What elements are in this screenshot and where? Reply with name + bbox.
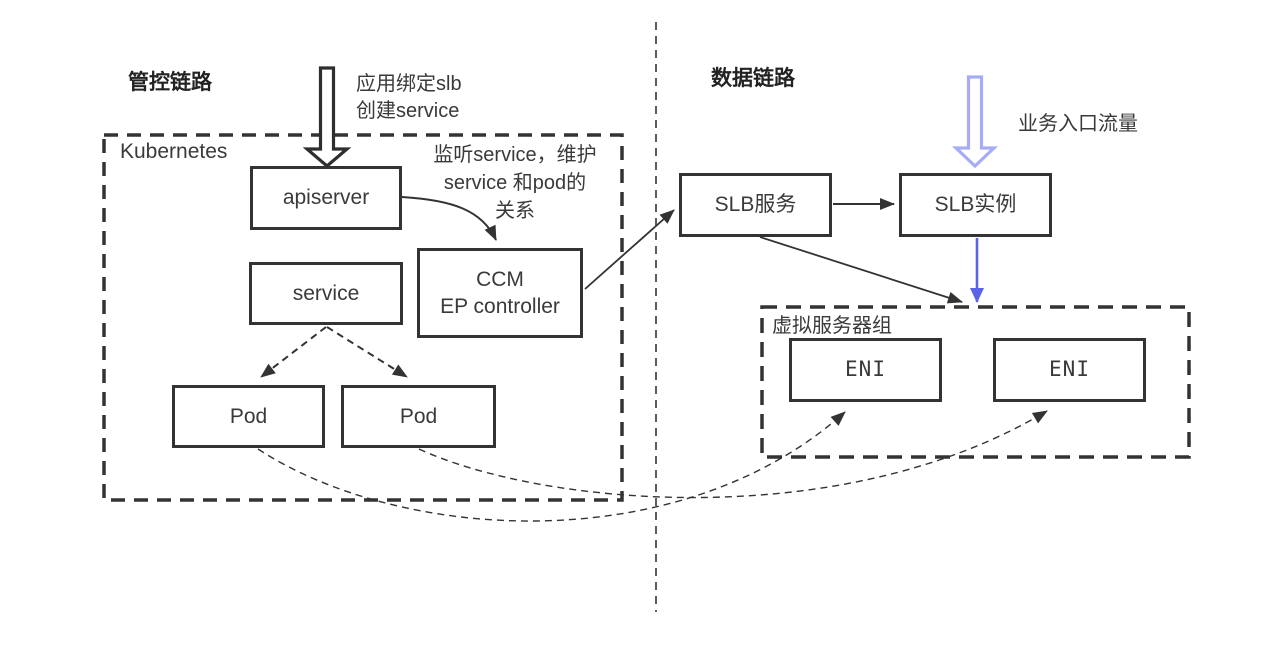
traffic-input-arrow-icon <box>951 75 999 169</box>
control-section-title: 管控链路 <box>128 71 212 94</box>
arrow-pod2-to-eni2 <box>418 410 1048 499</box>
arrow-service-to-pod2 <box>326 326 408 378</box>
slb-service-node: SLB服务 <box>679 173 832 237</box>
slb-instance-node: SLB实例 <box>899 173 1052 237</box>
ccm-ep-controller-node: CCM EP controller <box>417 248 583 338</box>
arrow-apiserver-to-ccm <box>401 196 497 241</box>
apiserver-node: apiserver <box>250 166 402 230</box>
pod1-node: Pod <box>172 385 325 448</box>
eni1-node: ENI <box>789 338 942 402</box>
virtual-server-group-label: 虚拟服务器组 <box>772 315 892 337</box>
pod2-node: Pod <box>341 385 496 448</box>
kubernetes-group-label: Kubernetes <box>120 140 228 163</box>
ingress-traffic-annotation: 业务入口流量 <box>1018 113 1138 135</box>
control-input-arrow-icon <box>302 66 352 169</box>
data-section-title: 数据链路 <box>711 67 795 90</box>
kubernetes-group-border <box>102 133 624 502</box>
eni2-node: ENI <box>993 338 1146 402</box>
arrow-pod1-to-eni1 <box>257 411 846 522</box>
watch-service-annotation: 监听service，维护 service 和pod的 关系 <box>433 144 597 222</box>
arrow-service-to-pod1 <box>260 326 327 378</box>
service-node: service <box>249 262 403 325</box>
arrow-slb-service-to-vsg <box>759 236 963 304</box>
arrow-ccm-to-slb-service <box>584 209 675 290</box>
bind-slb-annotation: 应用绑定slb 创建service <box>356 73 462 122</box>
